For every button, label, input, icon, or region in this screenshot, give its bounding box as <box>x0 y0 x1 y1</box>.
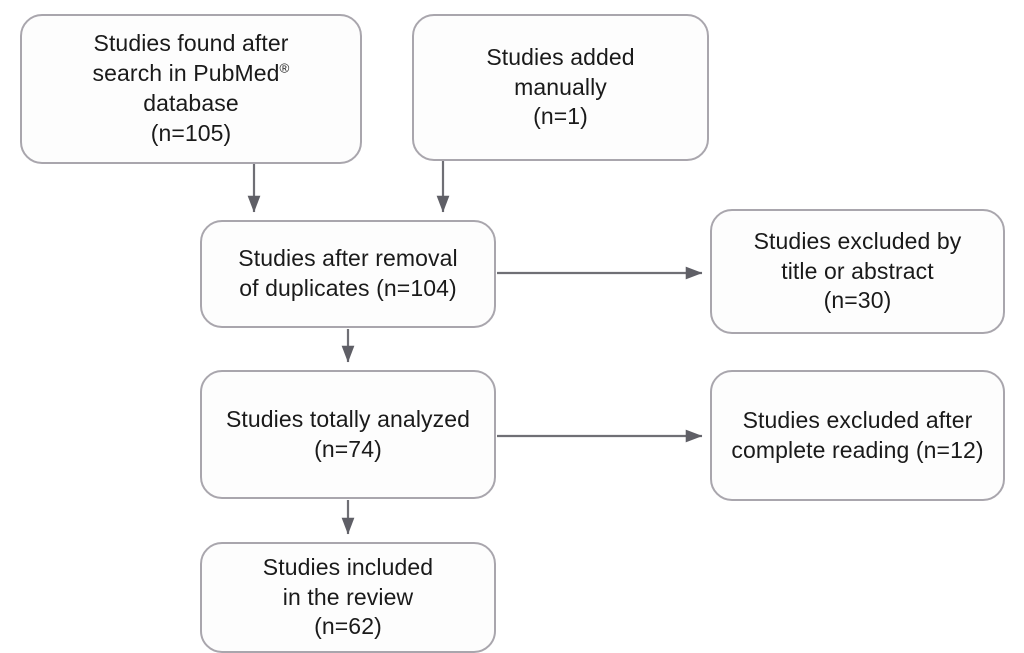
excluded-by-title-line-2: title or abstract <box>781 257 934 284</box>
studies-totally-analyzed-count: (n=74) <box>314 435 382 462</box>
studies-excluded-by-title-or-abstract-box: Studies excluded by title or abstract (n… <box>710 209 1005 334</box>
excluded-by-title-line-1: Studies excluded by <box>753 227 962 254</box>
studies-added-manually-count: (n=1) <box>533 103 588 130</box>
studies-found-box: Studies found after search in PubMed® da… <box>20 14 362 164</box>
registered-trademark-icon: ® <box>279 60 290 76</box>
studies-included-in-the-review-box: Studies included in the review (n=62) <box>200 542 496 653</box>
studies-included-line-2: in the review <box>282 583 414 610</box>
studies-added-manually-line-2: manually <box>514 73 607 100</box>
studies-included-count: (n=62) <box>314 613 382 640</box>
studies-after-removal-line-1: Studies after removal <box>238 245 458 272</box>
studies-totally-analyzed-line-1: Studies totally analyzed <box>225 405 471 432</box>
studies-found-line-3: database <box>143 90 239 116</box>
studies-included-line-1: Studies included <box>262 553 434 580</box>
studies-found-source-label: search in PubMed <box>92 60 280 87</box>
studies-found-line-2: search in PubMed® <box>32 59 350 89</box>
studies-totally-analyzed-box: Studies totally analyzed (n=74) <box>200 370 496 499</box>
studies-after-removal-of-duplicates-box: Studies after removal of duplicates (n=1… <box>200 220 496 328</box>
studies-found-count: (n=105) <box>150 119 232 146</box>
studies-added-manually-box: Studies added manually (n=1) <box>412 14 709 161</box>
excluded-after-reading-line-1: Studies excluded after <box>742 406 973 433</box>
studies-after-removal-line-2: of duplicates (n=104) <box>239 275 457 301</box>
studies-added-manually-line-1: Studies added <box>486 43 635 70</box>
excluded-after-reading-line-2: complete reading (n=12) <box>731 436 984 463</box>
studies-found-line-1: Studies found after <box>93 30 289 57</box>
excluded-by-title-count: (n=30) <box>823 287 892 314</box>
studies-excluded-after-complete-reading-box: Studies excluded after complete reading … <box>710 370 1005 501</box>
